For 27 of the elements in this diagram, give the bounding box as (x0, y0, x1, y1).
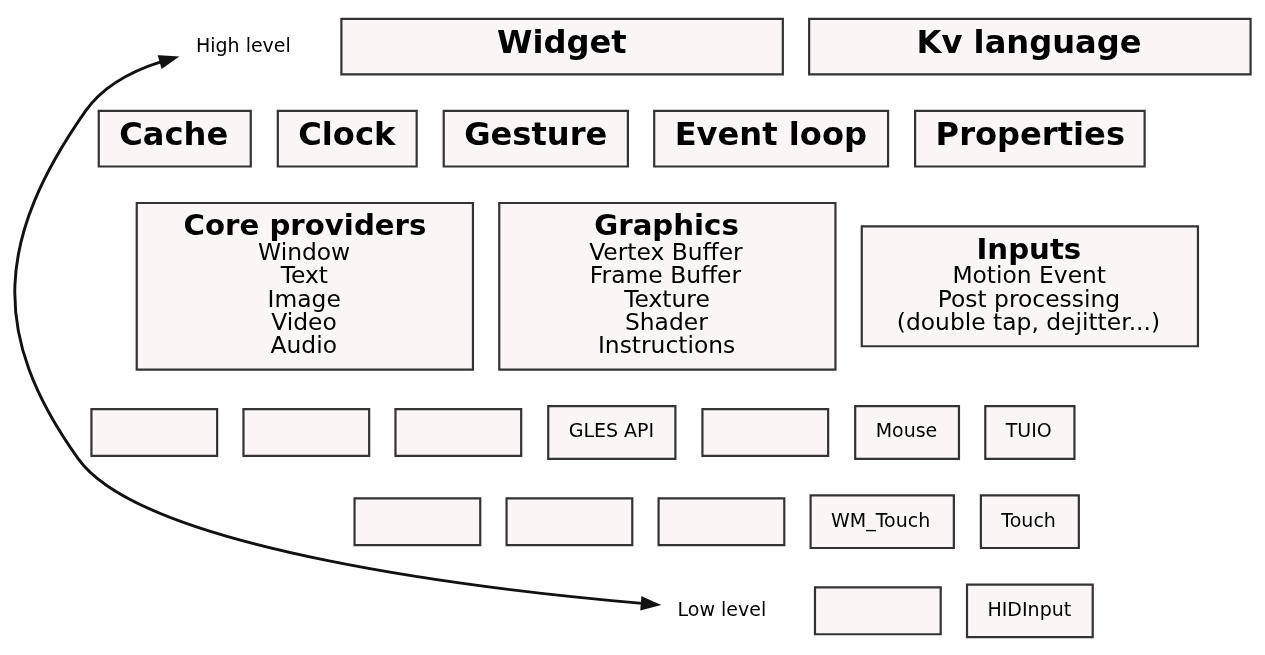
node-box (657, 496, 786, 546)
node-box: Touch (979, 493, 1080, 549)
node-box: Mouse (854, 404, 961, 460)
arrow (13, 54, 662, 610)
node-box: HIDInput (965, 582, 1094, 638)
node-box: Inputs Motion Event Post processing (double tap, dejitter...) (860, 224, 1200, 347)
node-box: GLES API (547, 404, 677, 460)
node-box (242, 407, 371, 457)
node-box: Kv language (808, 17, 1252, 75)
node-box (353, 496, 482, 546)
node-box: Properties (914, 109, 1146, 168)
node-box: Widget (340, 17, 784, 75)
node-box: Gesture (442, 109, 629, 168)
node-box: WM_Touch (809, 493, 955, 549)
node-box (505, 496, 634, 546)
node-box: Clock (276, 109, 418, 168)
node-box: TUIO (984, 404, 1076, 460)
node-box: Event loop (653, 109, 890, 168)
node-box (394, 407, 523, 457)
node-box: Cache (97, 109, 252, 168)
node-box: Core providers Window Text Image Video Audio (135, 201, 475, 371)
node-text: High level (195, 33, 291, 56)
node-box (813, 585, 942, 635)
node-box (90, 407, 219, 457)
node-box (701, 407, 830, 457)
node-text: Low level (677, 597, 767, 620)
node-box: Graphics Vertex Buffer Frame Buffer Texture Shader Instructions (498, 201, 837, 371)
